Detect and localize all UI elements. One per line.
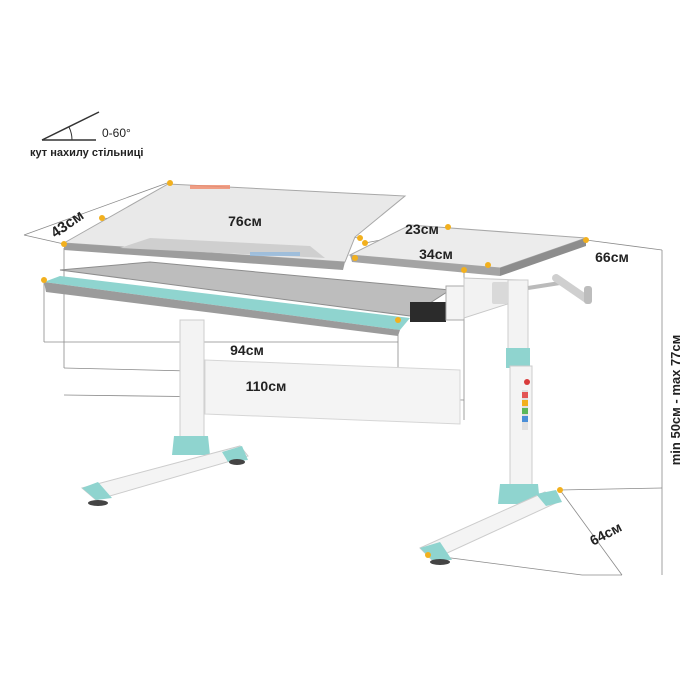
tilting-desktop (62, 183, 407, 270)
crank-handle-icon (492, 274, 592, 304)
tilt-angle-label: 0-60° (102, 126, 131, 140)
measure-markers (41, 180, 589, 558)
total-width-label: 110см (246, 378, 287, 394)
shelf-depth-label: 23см (405, 221, 439, 237)
height-range-label: min 50см - max 77см (668, 335, 683, 466)
tilt-top-width-label: 76см (228, 213, 262, 229)
side-depth-label: 66см (595, 249, 629, 265)
tilt-angle-icon (41, 111, 100, 141)
drawer-width-label: 94см (230, 342, 264, 358)
right-leg (419, 279, 562, 565)
left-leg (80, 319, 249, 506)
base-depth-label: 64см (587, 519, 624, 549)
fixed-shelf (348, 224, 587, 276)
drawer (44, 261, 465, 336)
tilt-caption: кут нахилу стільниці (30, 147, 143, 159)
shelf-width-label: 34см (419, 246, 453, 262)
